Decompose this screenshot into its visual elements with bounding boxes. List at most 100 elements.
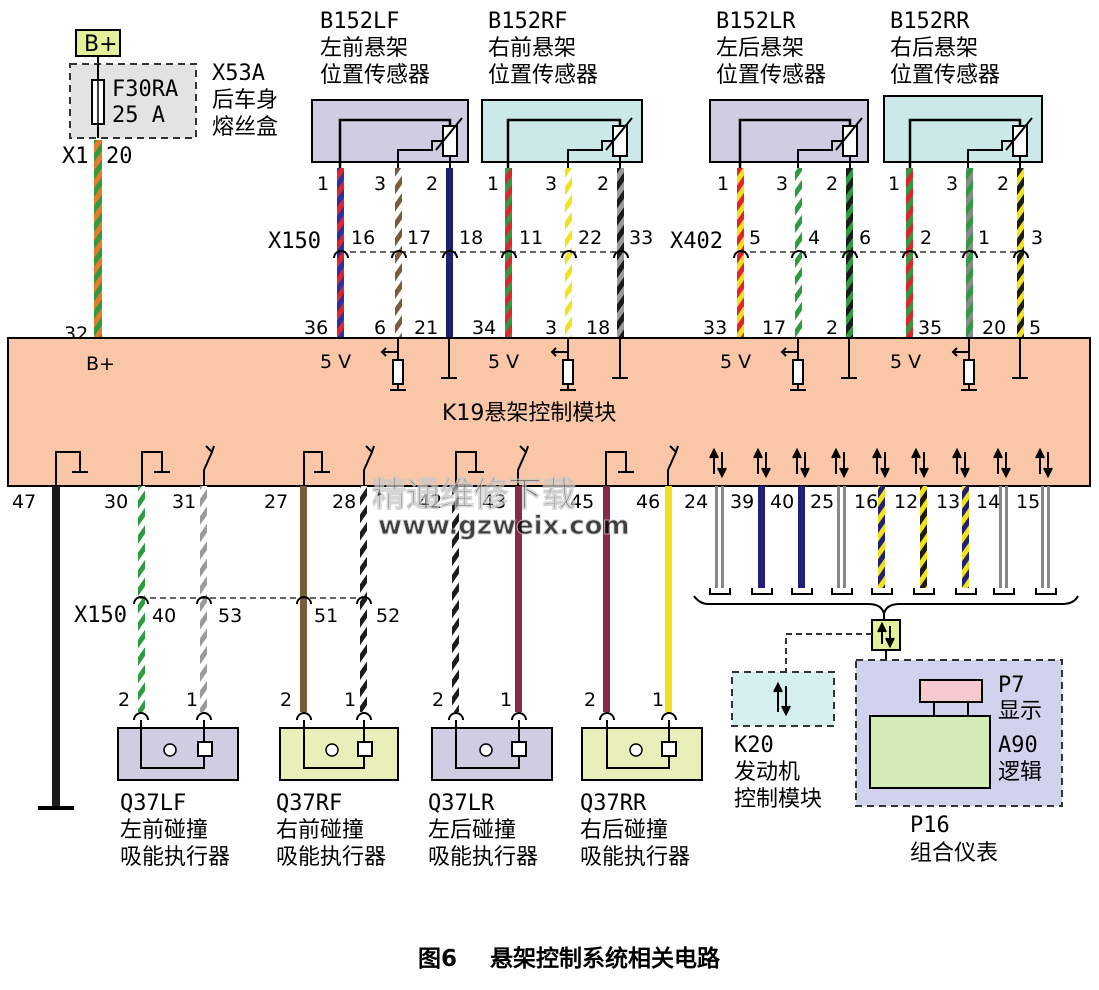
svg-text:3: 3 bbox=[776, 173, 788, 195]
svg-text:34: 34 bbox=[472, 317, 496, 339]
svg-text:51: 51 bbox=[314, 605, 338, 627]
svg-text:14: 14 bbox=[976, 491, 1000, 513]
svg-text:2: 2 bbox=[597, 173, 609, 195]
v5-label: 5 V bbox=[720, 351, 751, 373]
lamp-icon bbox=[479, 743, 493, 757]
svg-text:1: 1 bbox=[500, 689, 512, 711]
svg-text:6: 6 bbox=[859, 227, 871, 249]
actuator-q37lf: Q37LF 左前碰撞 吸能执行器 bbox=[117, 712, 239, 870]
svg-text:2: 2 bbox=[997, 173, 1009, 195]
watermark-cn: 精通维修下载 bbox=[372, 475, 576, 515]
svg-text:22: 22 bbox=[578, 227, 602, 249]
sensor-label-line2: 位置传感器 bbox=[890, 63, 1000, 88]
caption-title: 悬架控制系统相关电路 bbox=[490, 945, 721, 972]
sensor-id: B152LF bbox=[320, 9, 399, 34]
svg-text:27: 27 bbox=[264, 491, 288, 513]
sensor-label-line1: 右后悬架 bbox=[890, 36, 978, 61]
fusebox-pin: 20 bbox=[106, 144, 133, 169]
actuator-body bbox=[279, 727, 399, 781]
actuator-q37lr: Q37LR 左后碰撞 吸能执行器 bbox=[428, 712, 553, 870]
lamp-icon bbox=[163, 743, 177, 757]
svg-text:18: 18 bbox=[586, 317, 610, 339]
potentiometer-icon bbox=[612, 125, 628, 157]
sensor-pin-labels: 1 3 2 1 3 2 1 3 2 1 3 2 bbox=[317, 173, 1009, 195]
data-arrows bbox=[709, 447, 1053, 479]
svg-text:1: 1 bbox=[317, 173, 329, 195]
svg-text:1: 1 bbox=[978, 227, 990, 249]
lamp-icon bbox=[629, 743, 643, 757]
svg-text:36: 36 bbox=[304, 317, 328, 339]
svg-text:1: 1 bbox=[652, 689, 664, 711]
module-k20: K20 发动机 控制模块 bbox=[731, 671, 835, 812]
bus-arrows-icon bbox=[871, 619, 901, 651]
sensor-label-line1: 右前悬架 bbox=[488, 36, 576, 61]
fuse-rating: 25 A bbox=[112, 103, 165, 128]
svg-text:3: 3 bbox=[545, 317, 557, 339]
connector-x150: X150 bbox=[268, 229, 321, 254]
svg-text:3: 3 bbox=[1031, 227, 1043, 249]
sensor-b152rf: B152RF 右前悬架 位置传感器 bbox=[481, 9, 643, 168]
potentiometer-icon bbox=[1012, 125, 1028, 157]
module-bottom-pin-labels: 30 31 27 28 42 43 45 46 24 39 40 25 16 1… bbox=[104, 491, 1040, 513]
svg-text:28: 28 bbox=[332, 491, 356, 513]
v5-label: 5 V bbox=[890, 351, 921, 373]
svg-text:30: 30 bbox=[104, 491, 128, 513]
actuator-label-line2: 吸能执行器 bbox=[120, 845, 230, 870]
svg-text:12: 12 bbox=[894, 491, 918, 513]
svg-text:21: 21 bbox=[414, 317, 438, 339]
sensor-label-line1: 左前悬架 bbox=[320, 36, 408, 61]
potentiometer-icon bbox=[442, 125, 458, 157]
sensor-b152lf: B152LF 左前悬架 位置传感器 bbox=[311, 9, 469, 168]
sensor-label-line2: 位置传感器 bbox=[488, 63, 598, 88]
svg-text:1: 1 bbox=[344, 689, 356, 711]
actuator-id: Q37RR bbox=[580, 791, 647, 816]
actuator-pin-labels: 2 1 2 1 2 1 2 1 bbox=[118, 689, 664, 711]
svg-text:16: 16 bbox=[351, 227, 375, 249]
v5-label: 5 V bbox=[320, 351, 351, 373]
svg-text:3: 3 bbox=[946, 173, 958, 195]
v5-label: 5 V bbox=[488, 351, 519, 373]
svg-text:1: 1 bbox=[888, 173, 900, 195]
module-top-pin-labels: 36 6 21 34 3 18 33 17 2 35 20 5 bbox=[304, 317, 1041, 339]
svg-text:3: 3 bbox=[545, 173, 557, 195]
svg-text:16: 16 bbox=[854, 491, 878, 513]
svg-text:24: 24 bbox=[684, 491, 708, 513]
watermark: 精通维修下载 www.gzweix.com bbox=[372, 475, 631, 542]
p16-id: P16 bbox=[910, 813, 950, 838]
svg-text:2: 2 bbox=[432, 689, 444, 711]
sensor-b152lr: B152LR 左后悬架 位置传感器 bbox=[709, 9, 869, 168]
svg-text:25: 25 bbox=[810, 491, 834, 513]
sensor-label-line2: 位置传感器 bbox=[716, 63, 826, 88]
fusebox-x53a: F30RA 25 A X53A 后车身 熔丝盒 X1 20 bbox=[62, 61, 278, 169]
a90-name: 逻辑 bbox=[998, 760, 1042, 785]
svg-text:17: 17 bbox=[407, 227, 431, 249]
connector-row-top: X150 X402 16 17 18 11 22 33 5 4 6 2 1 3 bbox=[268, 227, 1043, 259]
fuse-id: F30RA bbox=[112, 77, 178, 102]
actuator-label-line2: 吸能执行器 bbox=[580, 845, 690, 870]
svg-text:4: 4 bbox=[808, 227, 820, 249]
module-bplus-label: B+ bbox=[86, 353, 115, 375]
ground-pin: 47 bbox=[12, 491, 36, 513]
svg-text:43: 43 bbox=[482, 491, 506, 513]
bplus-label: B+ bbox=[84, 32, 118, 57]
svg-text:35: 35 bbox=[918, 317, 942, 339]
connector-row-bottom: X150 40 53 51 52 bbox=[74, 596, 400, 628]
svg-text:2: 2 bbox=[426, 173, 438, 195]
sensor-wires bbox=[337, 168, 1024, 338]
svg-text:53: 53 bbox=[218, 605, 242, 627]
k20-box bbox=[731, 671, 835, 727]
actuator-body bbox=[581, 727, 703, 781]
svg-text:2: 2 bbox=[584, 689, 596, 711]
svg-text:52: 52 bbox=[376, 605, 400, 627]
sensor-b152rr: B152RR 右后悬架 位置传感器 bbox=[883, 9, 1043, 168]
wire-bplus bbox=[94, 140, 102, 338]
svg-text:2: 2 bbox=[920, 227, 932, 249]
actuator-wires bbox=[138, 486, 672, 712]
svg-text:33: 33 bbox=[629, 227, 653, 249]
svg-text:2: 2 bbox=[826, 173, 838, 195]
cluster-p16: P7 显示 A90 逻辑 P16 组合仪表 bbox=[855, 659, 1063, 866]
p16-name: 组合仪表 bbox=[910, 841, 998, 866]
sensor-label-line2: 位置传感器 bbox=[320, 63, 430, 88]
connector-x402: X402 bbox=[670, 229, 723, 254]
